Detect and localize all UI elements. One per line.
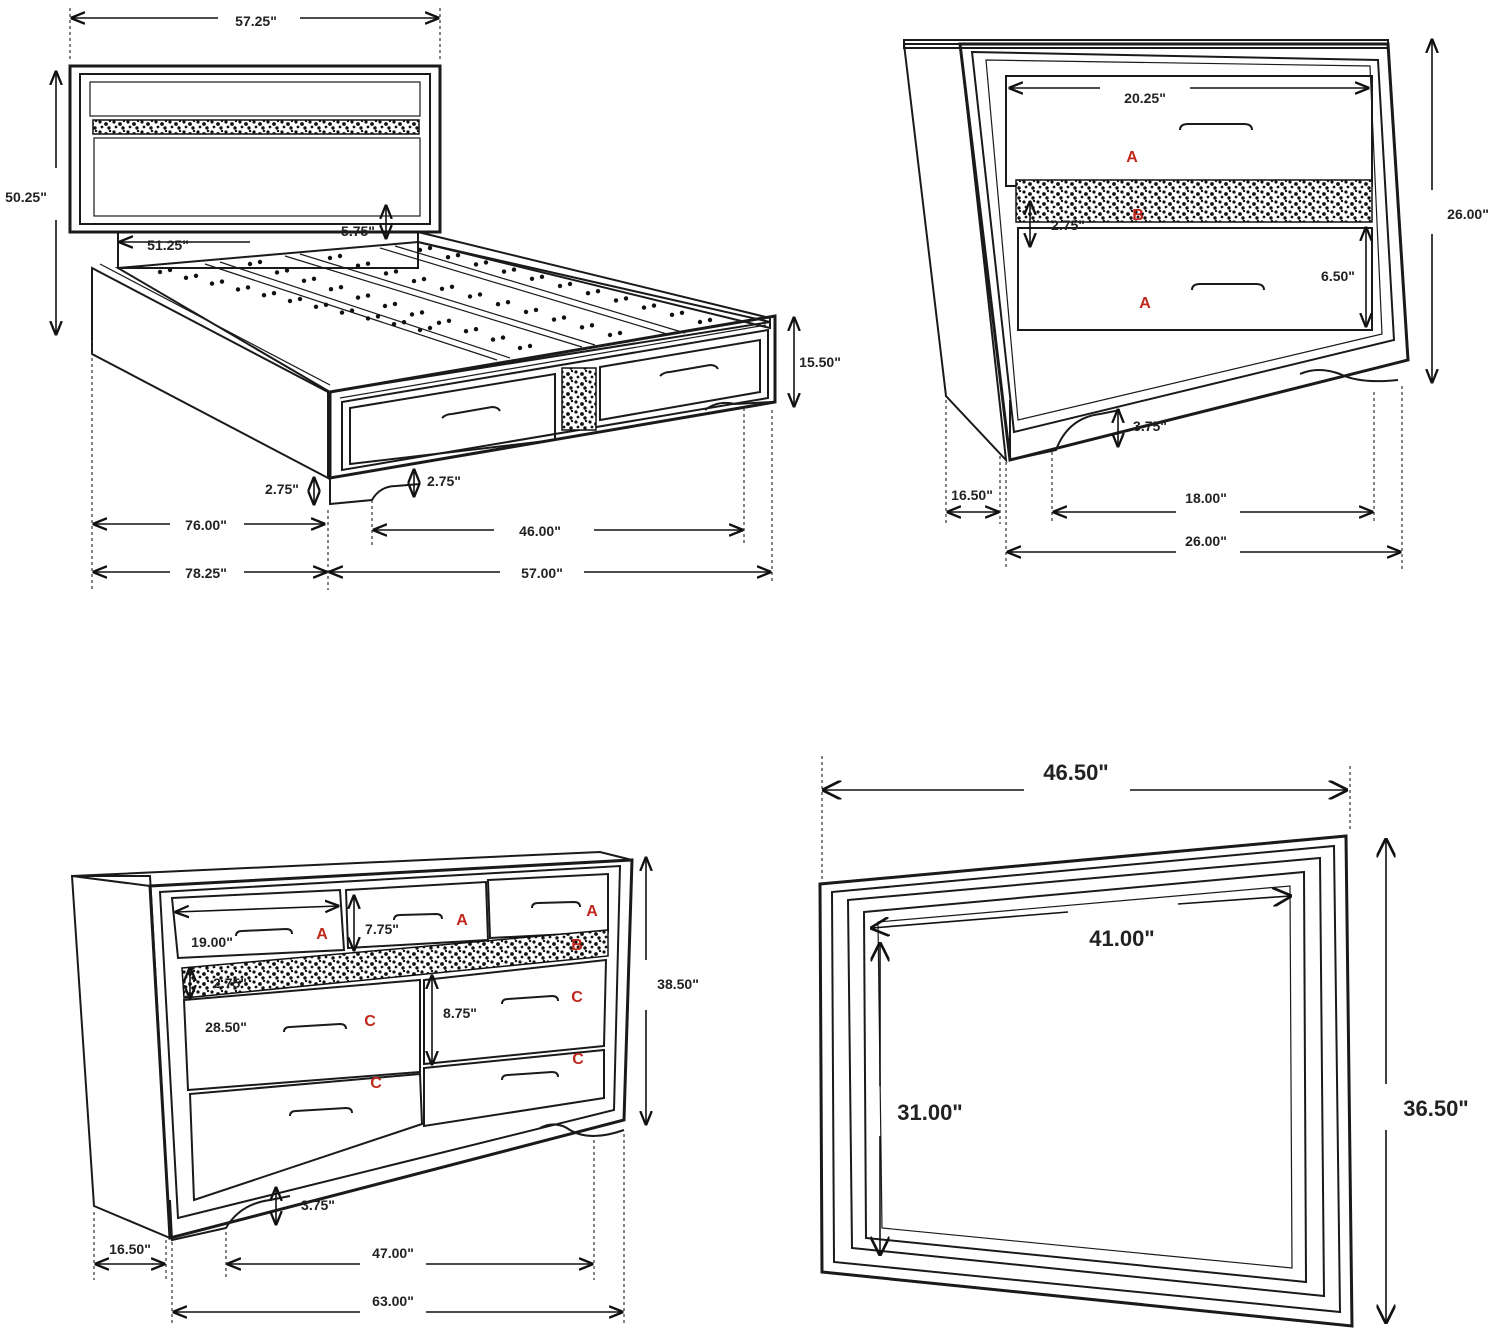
nightstand-drawer-a-bottom-label: A <box>1139 295 1151 312</box>
bed-leg-left-label: 2.75" <box>265 481 299 497</box>
dresser-drawer-c3-label: C <box>370 1075 382 1092</box>
bed-length-inner-label: 76.00" <box>185 517 227 533</box>
bed-width-label: 57.00" <box>521 565 563 581</box>
bed-leg-right-label: 2.75" <box>427 473 461 489</box>
dresser-lower-drawer-height-label: 8.75" <box>443 1005 477 1021</box>
mirror-width-label: 46.50" <box>1043 760 1108 785</box>
nightstand-drawer-height-label: 6.50" <box>1321 268 1355 284</box>
dresser-drawer-a1-label: A <box>316 926 328 943</box>
bed-drawer-span-label: 46.00" <box>519 523 561 539</box>
dresser-height-label: 38.50" <box>657 976 699 992</box>
mirror-inner-height-label: 31.00" <box>897 1100 962 1125</box>
dresser-drawer-a2-label: A <box>456 912 468 929</box>
dresser-top-drawer-width-label: 19.00" <box>191 934 233 950</box>
dresser-lower-drawer-width-label: 28.50" <box>205 1019 247 1035</box>
nightstand-drawer-width-label: 20.25" <box>1124 90 1166 106</box>
dresser-inner-width-label: 47.00" <box>372 1245 414 1261</box>
dresser-depth-label: 16.50" <box>109 1241 151 1257</box>
dresser-drawing: 19.00" 7.75" A A A B 2.75" 28.50" 8.75" … <box>70 850 699 1326</box>
mirror-height-label: 36.50" <box>1403 1096 1468 1121</box>
bed-headboard-height-label: 50.25" <box>5 189 47 205</box>
dresser-band-b-label: B <box>571 937 583 954</box>
bed-headboard-width-label: 57.25" <box>235 13 277 29</box>
dresser-drawer-c1-label: C <box>364 1013 376 1030</box>
mirror-inner-width-label: 41.00" <box>1089 926 1154 951</box>
mirror-drawing: 46.50" 41.00" 31.00" 36.50" <box>818 756 1469 1328</box>
nightstand-width-label: 26.00" <box>1185 533 1227 549</box>
bed-drawing: 57.25" 50.25" 51.25" 5.75" 15.50" 2.75" … <box>5 8 841 590</box>
nightstand-drawing: 20.25" A B A 2.75" 6.50" 26.00" 3.75" 16… <box>902 40 1489 570</box>
nightstand-leg-label: 3.75" <box>1133 418 1167 434</box>
bed-length-outer-label: 78.25" <box>185 565 227 581</box>
nightstand-band-height-label: 2.75" <box>1051 217 1085 233</box>
nightstand-inner-width-label: 18.00" <box>1185 490 1227 506</box>
dresser-drawer-a3-label: A <box>586 903 598 920</box>
nightstand-depth-label: 16.50" <box>951 487 993 503</box>
dresser-top-drawer-height-label: 7.75" <box>365 921 399 937</box>
bed-gap-label: 5.75" <box>341 223 375 239</box>
nightstand-drawer-a-top-label: A <box>1126 149 1138 166</box>
dresser-band-height-label: 2.75" <box>213 975 247 991</box>
nightstand-height-label: 26.00" <box>1447 206 1489 222</box>
dresser-leg-label: 3.75" <box>301 1197 335 1213</box>
nightstand-band-b-label: B <box>1132 207 1144 224</box>
bed-inner-width-label: 51.25" <box>147 237 189 253</box>
bed-footboard-height-label: 15.50" <box>799 354 841 370</box>
dresser-width-label: 63.00" <box>372 1293 414 1309</box>
dresser-drawer-c4-label: C <box>572 1051 584 1068</box>
dresser-drawer-c2-label: C <box>571 989 583 1006</box>
